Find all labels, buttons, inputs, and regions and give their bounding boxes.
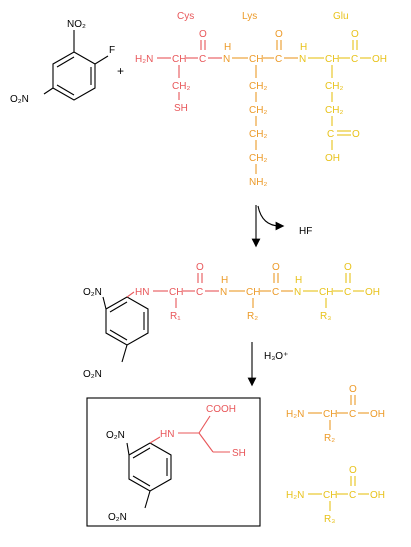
svg-text:CH: CH	[319, 287, 333, 298]
svg-text:O: O	[272, 262, 280, 273]
benzene-ring-3	[128, 442, 172, 492]
plus-sign: +	[117, 64, 124, 78]
svg-text:C: C	[351, 54, 358, 65]
r2-label: R₂	[247, 311, 258, 322]
svg-text:CH₂: CH₂	[249, 129, 267, 140]
amino-acid-r2: H₂N CH C O OH R₂	[286, 384, 385, 444]
svg-text:CH: CH	[249, 54, 263, 65]
svg-text:OH: OH	[370, 490, 385, 501]
reaction-arrow-1: HF	[251, 205, 312, 248]
r3-label: R₃	[320, 311, 331, 322]
side-chain-acid-label: OH	[325, 153, 340, 164]
residue-label-cys: Cys	[177, 11, 194, 22]
svg-text:O: O	[349, 465, 357, 476]
svg-text:CH₂: CH₂	[249, 81, 267, 92]
benzene-ring-2	[105, 296, 149, 346]
svg-text:C: C	[199, 54, 206, 65]
byproduct-label: HF	[299, 226, 312, 237]
svg-text:C: C	[272, 287, 279, 298]
svg-text:CH: CH	[246, 287, 260, 298]
nitro-group-label: NO₂	[67, 19, 86, 30]
svg-text:OH: OH	[365, 287, 380, 298]
lysine-amine-label: NH₂	[249, 177, 267, 188]
svg-text:CH₂: CH₂	[325, 81, 343, 92]
thiol-label-2: SH	[232, 448, 246, 459]
r2-label-2: R₂	[324, 433, 335, 444]
c-terminus-label: OH	[372, 54, 387, 65]
benzene-ring	[52, 51, 96, 101]
svg-text:C: C	[327, 129, 334, 140]
nitro-group-label-2: O₂N	[10, 94, 29, 105]
svg-text:CH: CH	[323, 409, 337, 420]
svg-text:CH: CH	[169, 287, 183, 298]
svg-text:H: H	[300, 42, 307, 53]
svg-text:CH: CH	[323, 490, 337, 501]
svg-text:O: O	[351, 29, 359, 40]
product-box	[86, 397, 261, 527]
svg-text:O: O	[196, 262, 204, 273]
fluorine-label: F	[109, 45, 115, 56]
r3-label-2: R₃	[324, 514, 335, 525]
svg-text:O: O	[199, 29, 207, 40]
svg-text:O: O	[352, 129, 360, 140]
svg-text:O: O	[349, 384, 357, 395]
svg-text:N: N	[220, 287, 227, 298]
residue-label-lys: Lys	[242, 11, 257, 22]
carboxyl-label: COOH	[206, 404, 236, 415]
nitro-label-6: O₂N	[108, 512, 127, 523]
svg-text:CH: CH	[325, 54, 339, 65]
thiol-label: SH	[174, 103, 188, 114]
reagent-label: H₃O⁺	[264, 351, 288, 362]
nitro-label-3: O₂N	[83, 287, 102, 298]
fdnb-molecule: NO₂ F O₂N	[10, 19, 115, 105]
nitro-label-5: O₂N	[106, 430, 125, 441]
r1-label: R₁	[170, 311, 181, 322]
svg-text:CH₂: CH₂	[249, 105, 267, 116]
svg-text:OH: OH	[370, 409, 385, 420]
dnp-cysteine-molecule: O₂N O₂N HN COOH SH	[106, 404, 246, 523]
svg-text:H₂N: H₂N	[286, 490, 304, 501]
nitro-label-4: O₂N	[83, 369, 102, 380]
svg-text:N: N	[294, 287, 301, 298]
svg-text:H: H	[295, 275, 302, 286]
svg-text:H₂N: H₂N	[286, 409, 304, 420]
svg-text:CH₂: CH₂	[172, 81, 190, 92]
svg-text:CH: CH	[172, 54, 186, 65]
svg-text:O: O	[275, 29, 283, 40]
n-terminus-label: H₂N	[135, 54, 153, 65]
svg-text:C: C	[196, 287, 203, 298]
svg-text:N: N	[223, 54, 230, 65]
amino-acid-r3: H₂N CH C O OH R₃	[286, 465, 385, 525]
svg-text:C: C	[275, 54, 282, 65]
residue-label-glu: Glu	[333, 11, 349, 22]
svg-text:O: O	[344, 262, 352, 273]
svg-text:CH₂: CH₂	[325, 105, 343, 116]
svg-text:N: N	[299, 54, 306, 65]
reaction-arrow-2: H₃O⁺	[247, 342, 288, 387]
svg-text:C: C	[344, 287, 351, 298]
tripeptide-molecule: Cys Lys Glu H₂N CH C O CH₂ SH H N CH C O…	[135, 11, 387, 188]
dnp-tripeptide-molecule: O₂N O₂N HN CH C O R₁ H N CH C O R₂ H N C…	[83, 262, 380, 380]
svg-text:C: C	[349, 490, 356, 501]
svg-text:H: H	[224, 42, 231, 53]
svg-text:HN: HN	[135, 287, 149, 298]
svg-text:CH₂: CH₂	[249, 153, 267, 164]
svg-text:C: C	[349, 409, 356, 420]
svg-text:H: H	[221, 275, 228, 286]
svg-text:HN: HN	[160, 429, 174, 440]
